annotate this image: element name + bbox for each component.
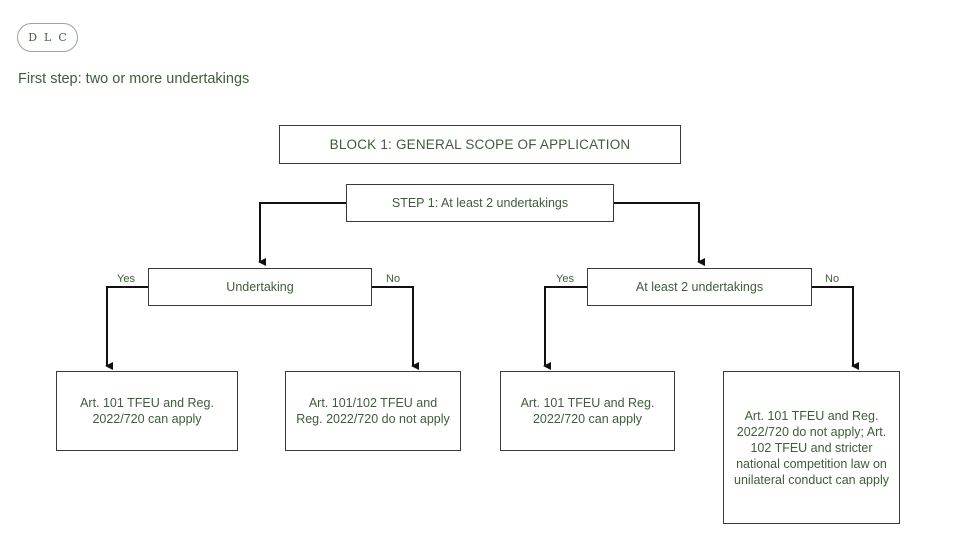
connector-left-yes bbox=[105, 286, 148, 370]
step-box: STEP 1: At least 2 undertakings bbox=[346, 184, 614, 222]
logo: DLC bbox=[17, 23, 78, 52]
question-undertaking-box: Undertaking bbox=[148, 268, 372, 306]
block-title-box: BLOCK 1: GENERAL SCOPE OF APPLICATION bbox=[279, 125, 681, 164]
label-yes: Yes bbox=[117, 273, 135, 285]
label-no: No bbox=[386, 273, 401, 285]
label-yes: Yes bbox=[556, 273, 574, 285]
connector-step-left bbox=[258, 202, 346, 266]
page-subtitle: First step: two or more undertakings bbox=[18, 71, 250, 87]
outcome-left-yes-box: Art. 101 TFEU and Reg. 2022/720 can appl… bbox=[56, 371, 238, 451]
connector-step-right bbox=[614, 202, 705, 266]
outcome-right-yes-box: Art. 101 TFEU and Reg. 2022/720 can appl… bbox=[500, 371, 675, 451]
connector-left-no bbox=[372, 286, 419, 370]
question-two-undertakings-box: At least 2 undertakings bbox=[587, 268, 812, 306]
connector-right-yes bbox=[543, 286, 587, 370]
label-no: No bbox=[825, 273, 840, 285]
outcome-left-no-box: Art. 101/102 TFEU and Reg. 2022/720 do n… bbox=[285, 371, 461, 451]
connector-right-no bbox=[812, 286, 859, 370]
outcome-right-no-box: Art. 101 TFEU and Reg. 2022/720 do not a… bbox=[723, 371, 900, 524]
